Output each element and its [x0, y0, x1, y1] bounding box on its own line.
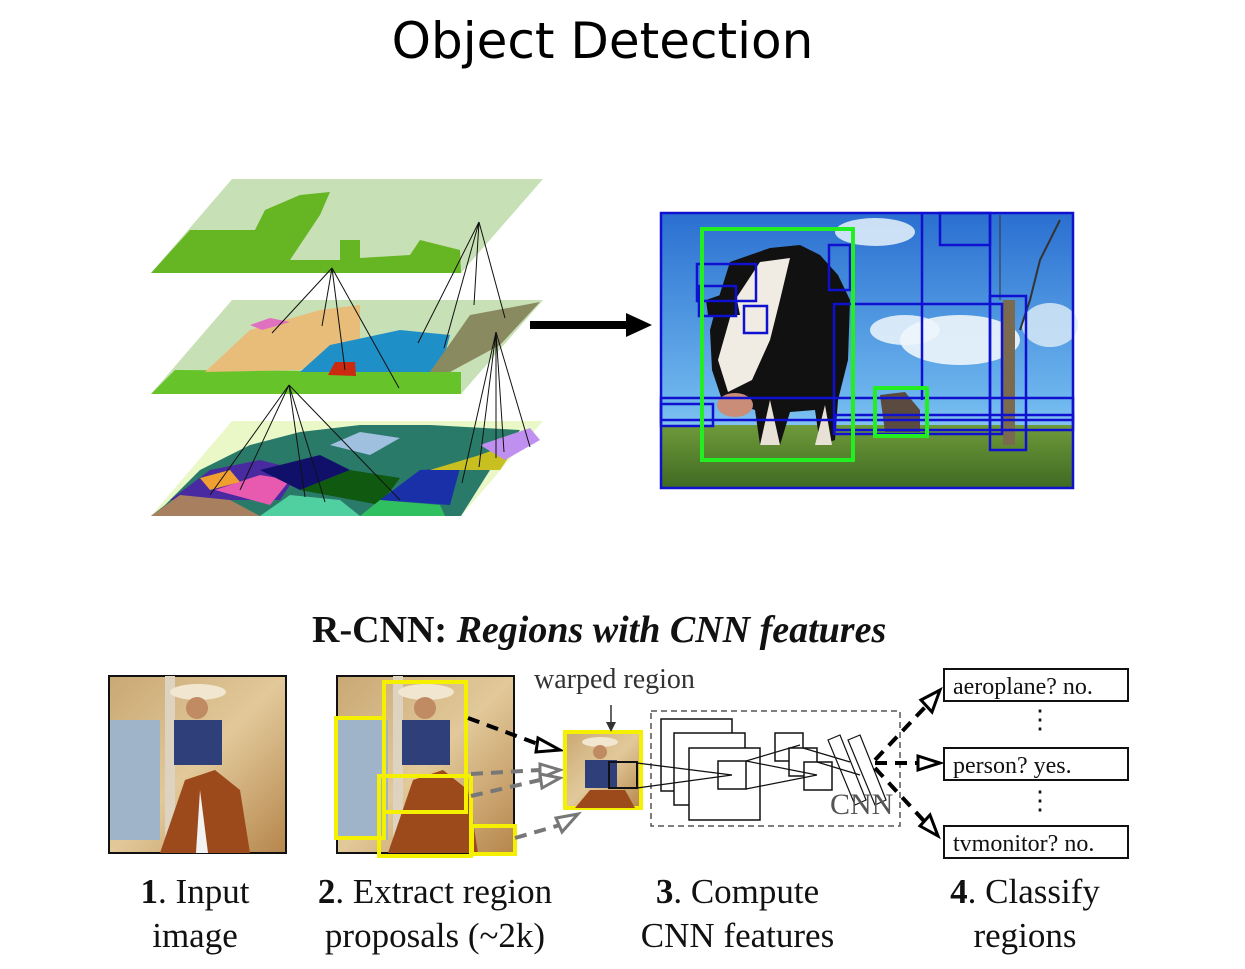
- warped-region-label: warped region: [534, 664, 695, 695]
- step-1-number: 1: [140, 872, 159, 911]
- step-1-line2: image: [152, 916, 238, 955]
- step-1-line1: . Input: [158, 872, 250, 911]
- step-2-label: 2. Extract region proposals (~2k): [290, 870, 580, 958]
- step-4-number: 4: [950, 872, 968, 911]
- segmentation-layer-medium: [151, 300, 543, 394]
- segmentation-layer-coarse: [151, 179, 543, 273]
- step-3-line1: . Compute: [673, 872, 820, 911]
- proposal-to-warp-arrows: [467, 716, 583, 840]
- rcnn-title: R-CNN: Regions with CNN features: [312, 608, 952, 652]
- step-2-line2: proposals (~2k): [324, 916, 546, 955]
- step-3-label: 3. Compute CNN features: [610, 870, 865, 958]
- rcnn-title-italic: Regions with CNN features: [456, 609, 887, 651]
- step-3-number: 3: [655, 872, 674, 911]
- warped-region-image: [563, 705, 643, 810]
- step-2-line1: . Extract region: [335, 872, 553, 911]
- region-proposal-boxes: [334, 680, 517, 858]
- step-4-line2: regions: [973, 916, 1077, 955]
- vdots-1: ⋮: [1027, 705, 1053, 734]
- hierarchy-lines: [209, 221, 531, 503]
- step-4-line1: . Classify: [967, 872, 1100, 911]
- classification-arrows: [873, 686, 945, 840]
- vdots-2: ⋮: [1027, 786, 1053, 815]
- cnn-label: CNN: [830, 788, 894, 821]
- step-4-label: 4. Classify regions: [925, 870, 1125, 958]
- rcnn-title-prefix: R-CNN:: [312, 609, 457, 651]
- right-arrow-icon: [530, 313, 652, 337]
- class-box-aeroplane: aeroplane? no.: [943, 668, 1129, 702]
- proposals-image: [334, 675, 517, 858]
- cnn-block: [636, 710, 901, 827]
- step-2-number: 2: [317, 872, 336, 911]
- step-1-label: 1. Input image: [100, 870, 290, 958]
- segmentation-layer-fine: [151, 421, 543, 516]
- input-image: [108, 675, 287, 854]
- step-3-line2: CNN features: [640, 916, 835, 955]
- class-box-person: person? yes.: [943, 747, 1129, 781]
- detection-image: [659, 211, 1078, 490]
- slide-title: Object Detection: [391, 12, 814, 70]
- class-box-tvmonitor: tvmonitor? no.: [943, 825, 1129, 859]
